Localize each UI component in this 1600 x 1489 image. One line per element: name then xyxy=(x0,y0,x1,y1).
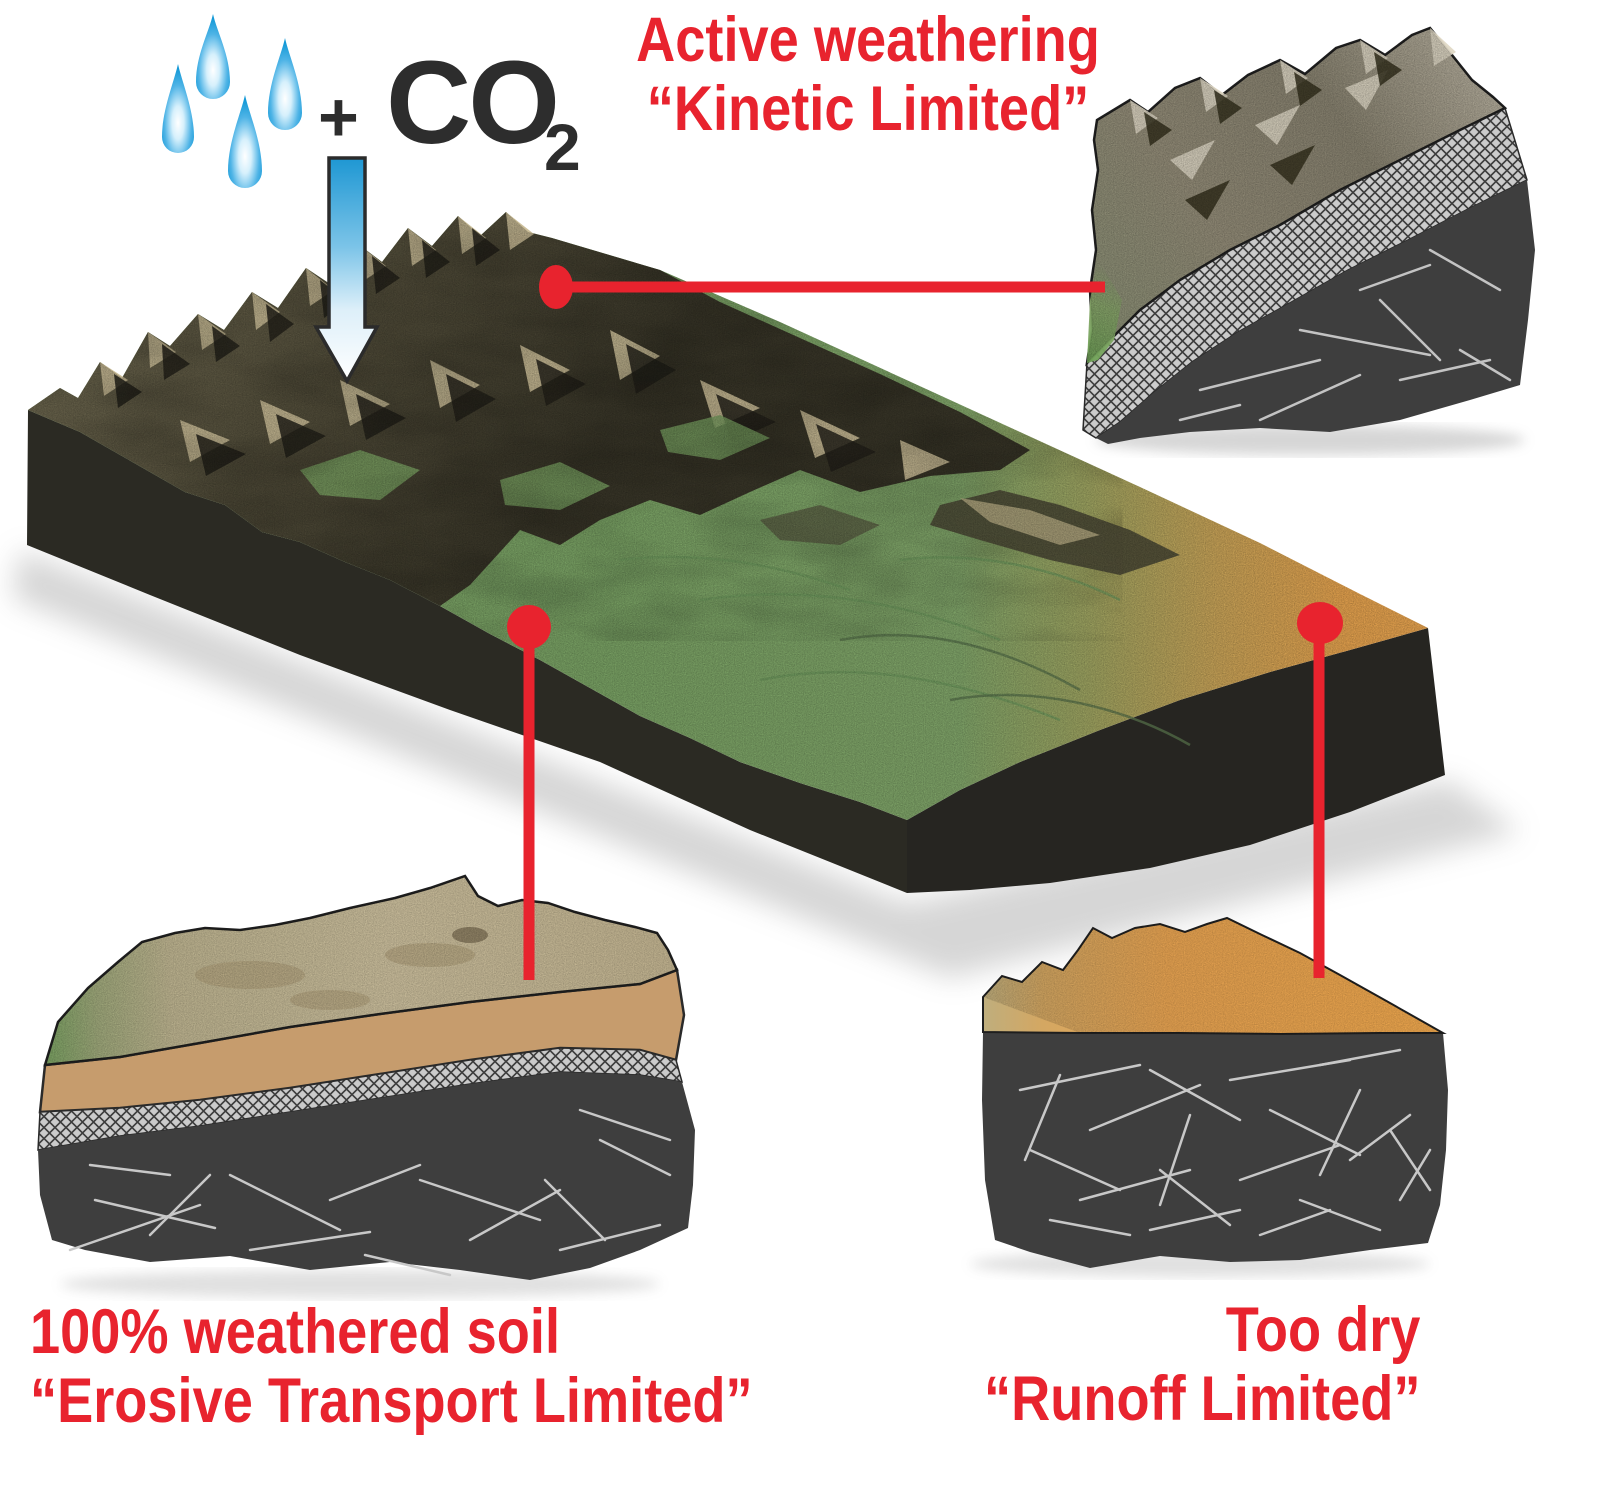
runoff-fractures xyxy=(1018,1048,1432,1237)
callout-dot-kinetic xyxy=(539,265,573,309)
callout-connectors xyxy=(507,265,1343,980)
co2-subscript: 2 xyxy=(544,110,581,184)
erosive-fractures xyxy=(68,1108,672,1277)
callout-dot-runoff xyxy=(1297,602,1343,644)
kinetic-label-line2: “Kinetic Limited” xyxy=(646,74,1090,144)
plus-sign: + xyxy=(318,78,359,156)
erosive-transport-label: 100% weathered soil “Erosive Transport L… xyxy=(30,1298,753,1436)
kinetic-inset-shadow xyxy=(1095,425,1525,455)
runoff-label-line2: “Runoff Limited” xyxy=(983,1364,1420,1434)
kinetic-limited-label: Active weathering “Kinetic Limited” xyxy=(627,6,1109,144)
main-block-left-face xyxy=(27,410,907,893)
water-droplets-icon xyxy=(162,14,302,188)
kinetic-fractures xyxy=(1178,248,1512,422)
callout-dot-erosive xyxy=(507,605,551,649)
kinetic-inset-block xyxy=(1082,26,1535,444)
erosive-label-line1: 100% weathered soil xyxy=(30,1297,561,1367)
erosive-label-line2: “Erosive Transport Limited” xyxy=(30,1366,753,1436)
down-arrow-icon xyxy=(312,156,380,385)
erosive-inset-block xyxy=(37,874,695,1280)
runoff-inset-block xyxy=(982,916,1448,1268)
erosive-inset-shadow xyxy=(60,1270,660,1298)
runoff-bedrock xyxy=(982,1032,1448,1268)
runoff-label-line1: Too dry xyxy=(1225,1295,1420,1365)
kinetic-bedrock xyxy=(1096,180,1535,444)
main-block-shadow xyxy=(12,550,1520,978)
co2-formula: CO xyxy=(386,37,560,169)
runoff-limited-label: Too dry “Runoff Limited” xyxy=(984,1296,1420,1434)
erosive-bedrock xyxy=(38,1072,695,1280)
main-block-right-face xyxy=(907,628,1445,893)
kinetic-label-line1: Active weathering xyxy=(636,5,1100,75)
